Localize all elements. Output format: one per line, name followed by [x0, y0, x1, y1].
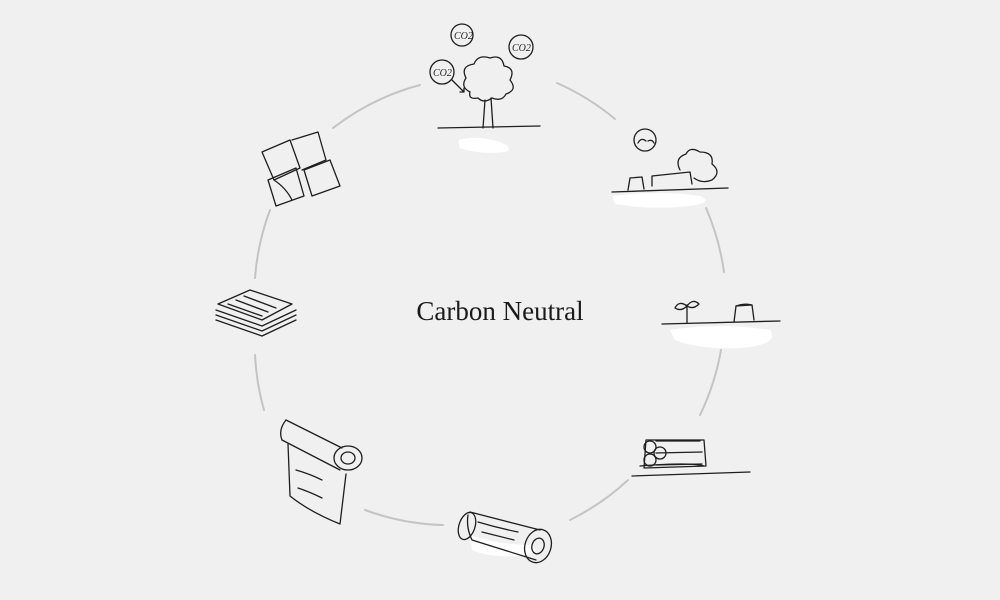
tree-absorbing-co2-icon: [429, 23, 541, 153]
co2-labels: CO2 CO2 CO2: [433, 31, 531, 79]
cycle-ring: [254, 82, 725, 526]
tree-felling-icon: [611, 128, 729, 208]
co2-label-3: CO2: [433, 68, 452, 79]
paper-sheet-stack-icon: [215, 289, 297, 337]
diagram-title: Carbon Neutral: [416, 296, 583, 326]
seedling-and-stump-icon: [661, 300, 781, 349]
co2-label-1: CO2: [454, 31, 473, 42]
stacked-logs-icon: [631, 439, 751, 477]
log-icon: [457, 511, 553, 564]
paper-pieces-icon: [261, 131, 341, 207]
co2-label-2: CO2: [512, 43, 531, 54]
paper-roll-icon: [280, 419, 363, 525]
